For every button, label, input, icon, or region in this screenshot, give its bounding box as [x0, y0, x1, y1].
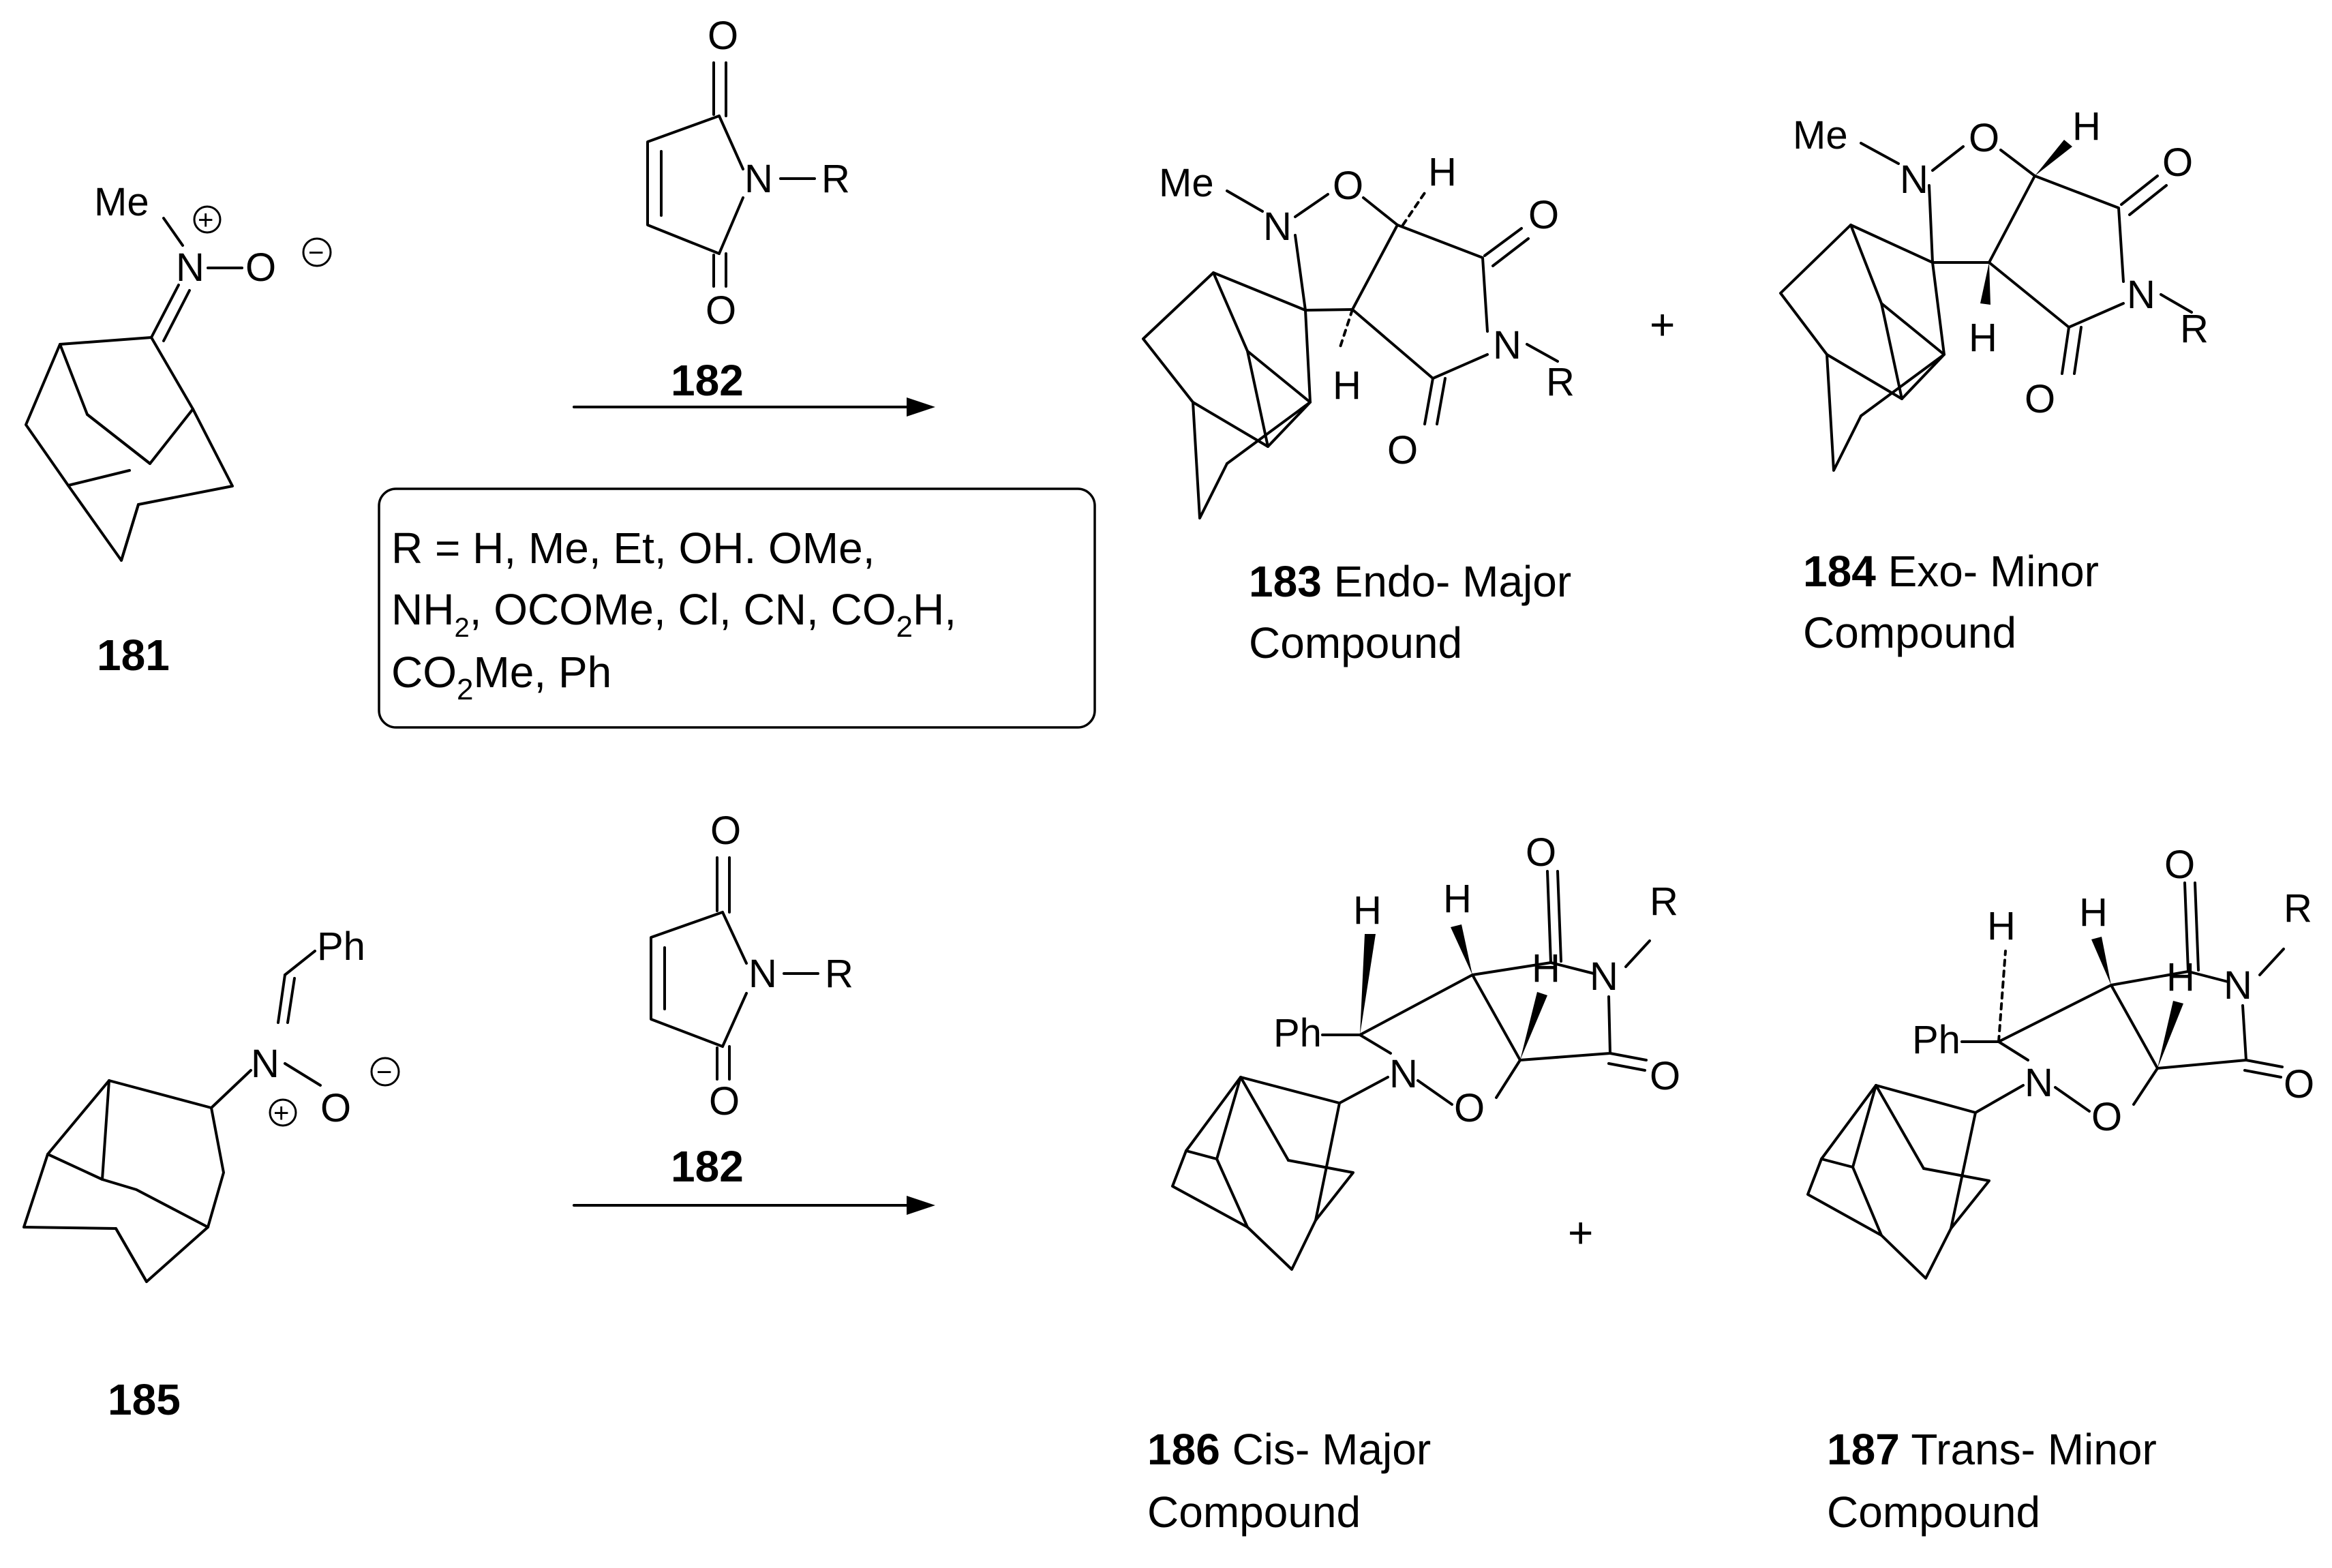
plus-sign: +: [198, 205, 213, 235]
oxygen-182d: O: [709, 1079, 740, 1124]
compound-181: N + Me O − 181: [25, 180, 332, 680]
oxygen-182b: O: [706, 288, 736, 333]
hydrogen-187c: H: [2166, 955, 2195, 999]
plus-sign-top: +: [1650, 300, 1675, 349]
nitrogen-182b: N: [748, 952, 777, 996]
compound-number-185: 185: [108, 1375, 181, 1424]
reaction-arrow-top: [573, 397, 935, 417]
nitrogen-182: N: [744, 157, 773, 201]
label-186-line2: Compound: [1147, 1488, 1361, 1537]
hydrogen-187a: H: [1987, 904, 2016, 948]
hydrogen-186b: H: [1443, 877, 1472, 921]
methyl-183: Me: [1159, 161, 1214, 205]
hydrogen-183b: H: [1333, 363, 1361, 408]
plus-sign-bottom: +: [1568, 1208, 1593, 1257]
oxygen-182c: O: [710, 809, 741, 853]
compound-187: Ph H H O N R O H O N 187 Trans: [1806, 843, 2314, 1537]
minus-sign: −: [308, 238, 324, 268]
plus-charge-icon-185: [269, 1098, 297, 1127]
oxygen-186c: O: [1454, 1086, 1485, 1130]
compound-number-181: 181: [97, 631, 170, 680]
oxygen-187a: O: [2164, 843, 2195, 887]
reagent-182-bottom: O O N R 182: [650, 809, 853, 1191]
reagent-182-top: O O N R 182: [646, 14, 850, 405]
r-group-list-line3: CO2Me, Ph: [391, 648, 611, 706]
hydrogen-184a: H: [2072, 104, 2101, 149]
adamantane-cage-184: [1779, 224, 1945, 472]
adamantane-cage-185: [22, 1079, 225, 1283]
nitrogen-187: N: [2025, 1061, 2053, 1105]
plus-sign-185: +: [273, 1098, 289, 1128]
nitrogen-183: N: [1263, 205, 1292, 249]
phenyl-186: Ph: [1273, 1011, 1322, 1055]
label-183: 183 Endo- Major: [1249, 557, 1571, 606]
minus-sign-185: −: [376, 1057, 392, 1087]
hydrogen-186a: H: [1353, 888, 1382, 933]
hydrogen-187b: H: [2079, 890, 2108, 935]
label-183-line2: Compound: [1249, 618, 1462, 667]
r-group-183: R: [1546, 360, 1575, 404]
r-group-list-line2: NH2, OCOMe, Cl, CN, CO2H,: [391, 585, 956, 644]
methyl-181: Me: [94, 180, 149, 224]
oxygen-185: O: [320, 1086, 351, 1130]
plus-charge-icon: [193, 205, 222, 234]
minus-charge-icon-185: [370, 1057, 400, 1087]
oxygen-187b: O: [2284, 1062, 2314, 1106]
hydrogen-183a: H: [1428, 150, 1457, 194]
phenyl-185: Ph: [317, 924, 365, 969]
oxygen-184: O: [1969, 116, 1999, 160]
oxygen-181: O: [245, 245, 276, 290]
compound-185: Ph N + O − 185: [22, 924, 400, 1424]
label-184-line2: Compound: [1803, 608, 2016, 657]
phenyl-187: Ph: [1912, 1018, 1960, 1062]
oxygen-186a: O: [1526, 830, 1556, 875]
r-group-list-line1: R = H, Me, Et, OH. OMe,: [391, 524, 875, 573]
compound-183: Me N O H O N R O H 183 Endo- Major Compo…: [1142, 150, 1575, 667]
oxygen-183: O: [1333, 164, 1363, 208]
compound-number-182b: 182: [671, 1142, 744, 1191]
oxygen-183b: O: [1528, 193, 1559, 237]
nitrogen-184: N: [1900, 157, 1928, 202]
oxygen-187c: O: [2091, 1095, 2122, 1139]
oxygen-182a: O: [708, 14, 738, 58]
oxygen-183c: O: [1387, 428, 1418, 472]
nitrogen-187b: N: [2224, 963, 2252, 1008]
nitrogen-183b: N: [1493, 323, 1521, 367]
adamantane-cage-183: [1142, 271, 1312, 519]
r-group-186: R: [1650, 879, 1678, 924]
label-184: 184 Exo- Minor: [1803, 547, 2099, 596]
minus-charge-icon: [302, 237, 332, 267]
r-group-187: R: [2284, 886, 2312, 931]
adamantane-cage-186: [1171, 1076, 1354, 1271]
reaction-arrow-bottom: [573, 1196, 935, 1215]
nitrogen-186: N: [1389, 1052, 1418, 1096]
compound-number-182: 182: [671, 356, 744, 405]
oxygen-184b: O: [2162, 140, 2193, 185]
adamantane-cage-181: [25, 336, 234, 562]
nitrogen-186b: N: [1590, 954, 1618, 999]
adamantane-cage-187: [1806, 1084, 1990, 1280]
nitrogen-184b: N: [2127, 273, 2155, 317]
oxygen-184c: O: [2025, 377, 2055, 421]
r-group-184: R: [2180, 307, 2209, 351]
substituent-box: R = H, Me, Et, OH. OMe, NH2, OCOMe, Cl, …: [378, 487, 1096, 729]
compound-186: Ph H H O N R O H O N 186 Cis-: [1147, 830, 1680, 1537]
hydrogen-186c: H: [1532, 946, 1560, 991]
compound-184: Me N O H O N R O H 184 Exo- Minor Compou…: [1779, 104, 2209, 657]
hydrogen-184b: H: [1969, 316, 1997, 360]
label-187-line2: Compound: [1827, 1488, 2040, 1537]
nitrogen-181: N: [176, 245, 205, 290]
oxygen-186b: O: [1650, 1054, 1680, 1098]
methyl-184: Me: [1793, 113, 1848, 157]
label-187: 187 Trans- Minor: [1827, 1425, 2157, 1474]
r-group-182b: R: [825, 952, 853, 996]
r-group-182: R: [821, 157, 850, 201]
label-186: 186 Cis- Major: [1147, 1425, 1431, 1474]
nitrogen-185: N: [251, 1042, 279, 1086]
